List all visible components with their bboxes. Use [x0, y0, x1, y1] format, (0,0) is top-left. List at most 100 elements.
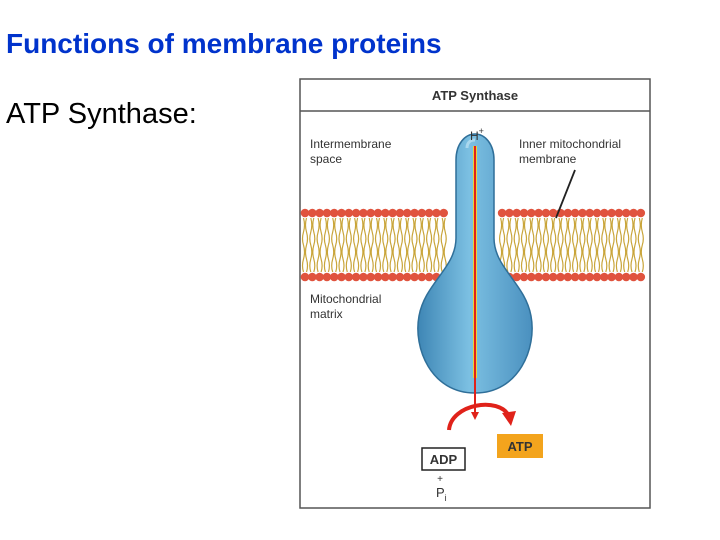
lipid-head: [614, 272, 624, 282]
label-mitochondrial-matrix: Mitochondrial: [310, 292, 381, 306]
phospholipid-bilayer: [300, 208, 646, 282]
lipid-tail: [418, 244, 425, 273]
lipid-head: [592, 208, 602, 218]
lipid-tail: [367, 244, 374, 273]
lipid-head: [388, 272, 397, 282]
lipid-head: [366, 272, 375, 282]
lipid-head: [629, 208, 638, 218]
lipid-head: [585, 272, 594, 282]
lipid-tail: [623, 217, 630, 246]
label-inner-mitochondrial-membrane-2: membrane: [519, 152, 577, 166]
lipid-tail: [323, 244, 330, 273]
lipid-head: [366, 208, 375, 218]
lipid-head: [308, 272, 317, 282]
lipid-head: [424, 208, 434, 218]
adp-box: [421, 447, 466, 471]
lipid-head: [614, 208, 624, 218]
lipid-head: [315, 272, 324, 282]
lipid-head: [417, 272, 427, 282]
lipid-tail: [513, 217, 520, 246]
lipid-tail: [426, 244, 433, 273]
lipid-head: [402, 208, 412, 218]
lipid-head: [512, 272, 521, 282]
lipid-tail: [433, 244, 440, 273]
lipid-tail: [572, 217, 579, 246]
atp-box: [497, 434, 543, 458]
plus-sign: +: [437, 474, 443, 485]
lipid-head: [534, 208, 543, 218]
lipid-head: [512, 208, 521, 218]
lipid-head: [607, 272, 616, 282]
figure-header: ATP Synthase: [432, 88, 518, 103]
lipid-head: [592, 272, 602, 282]
lipid-head: [432, 208, 441, 218]
lipid-tail: [331, 217, 338, 246]
lipid-tail: [382, 244, 389, 273]
lipid-tail: [389, 217, 396, 246]
lipid-tail: [382, 217, 389, 246]
lipid-head: [315, 208, 324, 218]
lipid-head: [402, 272, 412, 282]
lipid-head: [548, 208, 558, 218]
lipid-head: [322, 208, 332, 218]
lipid-head: [417, 208, 427, 218]
lipid-tail: [389, 244, 396, 273]
lipid-tail: [411, 217, 418, 246]
lipid-head: [373, 272, 383, 282]
lipid-head: [329, 272, 339, 282]
lipid-head: [527, 272, 536, 282]
lipid-head: [548, 272, 558, 282]
lipid-tail: [564, 244, 571, 273]
lipid-head: [607, 208, 616, 218]
lipid-tail: [338, 217, 345, 246]
label-inner-mitochondrial-membrane: Inner mitochondrial: [519, 137, 621, 151]
lipid-tail: [301, 244, 309, 273]
lipid-tail: [542, 244, 549, 273]
lipid-tail: [331, 244, 338, 273]
adp-label: ADP: [430, 452, 458, 467]
lipid-head: [337, 208, 346, 218]
lipid-head: [497, 208, 507, 218]
lipid-head: [300, 272, 310, 282]
lipid-tail: [586, 217, 593, 246]
lipid-tail: [506, 217, 513, 246]
label-intermembrane-space: Intermembrane: [310, 137, 392, 151]
protein-highlight: [465, 138, 476, 149]
lipid-tail: [301, 217, 309, 246]
lipid-tail: [396, 244, 403, 273]
lipid-tail: [608, 244, 615, 273]
lipid-tail: [550, 217, 557, 246]
proton-label: H+: [470, 126, 484, 143]
lipid-head: [621, 272, 631, 282]
lipid-head: [329, 208, 339, 218]
lipid-head: [381, 272, 390, 282]
lipid-head: [344, 272, 354, 282]
lipid-tail: [572, 244, 579, 273]
lipid-head: [600, 272, 609, 282]
lipid-head: [636, 272, 646, 282]
lipid-tail: [623, 244, 630, 273]
lipid-tail: [630, 217, 637, 246]
lipid-head: [534, 272, 543, 282]
lipid-tail: [608, 217, 615, 246]
lipid-head: [395, 272, 405, 282]
lipid-tail: [374, 244, 382, 273]
lipid-tail: [579, 217, 586, 246]
lipid-head: [344, 208, 354, 218]
atp-label: ATP: [507, 439, 532, 454]
label-intermembrane-space-2: space: [310, 152, 342, 166]
lipid-tail: [542, 217, 549, 246]
lipid-tail: [418, 217, 425, 246]
lipid-tail: [520, 244, 528, 273]
lipid-head: [600, 208, 609, 218]
lipid-head: [322, 272, 332, 282]
lipid-head: [410, 272, 419, 282]
lipid-head: [570, 272, 580, 282]
lipid-tail: [513, 244, 520, 273]
membrane-pointer-line: [555, 169, 576, 219]
lipid-head: [359, 208, 368, 218]
lipid-tail: [367, 217, 374, 246]
lipid-tail: [440, 217, 447, 246]
lipid-head: [578, 272, 587, 282]
lipid-tail: [601, 217, 608, 246]
